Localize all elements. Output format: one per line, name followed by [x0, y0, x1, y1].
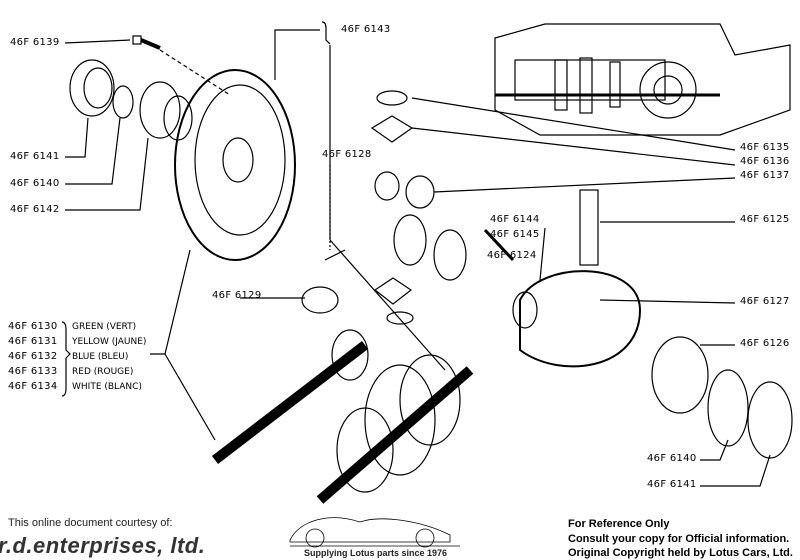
bolt [132, 35, 161, 50]
part-label-6124: 46F 6124 [487, 250, 537, 261]
diff-washer-gears [324, 90, 793, 459]
copyright-note: Original Copyright held by Lotus Cars, L… [568, 547, 793, 559]
gear-set-part: 46F 6131 [8, 336, 58, 347]
gear-set-part: 46F 6132 [8, 351, 58, 362]
part-label-6141: 46F 6141 [10, 151, 60, 162]
part-label-6128: 46F 6128 [322, 149, 372, 160]
crown-wheel [174, 69, 296, 261]
gear-set-color: YELLOW (JAUNE) [72, 337, 147, 347]
roller-bearing [139, 81, 193, 141]
gear-set-part: 46F 6133 [8, 366, 58, 377]
gear-set-part: 46F 6130 [8, 321, 58, 332]
consult-note: Consult your copy for Official informati… [568, 533, 790, 545]
brace [61, 321, 71, 397]
gear-set-color: WHITE (BLANC) [72, 382, 142, 392]
tagline: Supplying Lotus parts since 1976 [304, 548, 448, 558]
bearing-cup [69, 59, 115, 117]
part-label-6127: 46F 6127 [740, 296, 790, 307]
brand-name: r.d.enterprises, ltd. [0, 533, 206, 558]
part-label-6135: 46F 6135 [740, 142, 790, 153]
gearbox-inset [494, 23, 791, 136]
part-label-6129: 46F 6129 [212, 290, 262, 301]
part-label-6136: 46F 6136 [740, 156, 790, 167]
part-label-6145: 46F 6145 [490, 229, 540, 240]
part-label-6125: 46F 6125 [740, 214, 790, 225]
gear-set-color: GREEN (VERT) [72, 322, 137, 332]
courtesy-text: This online document courtesy of: [8, 517, 173, 529]
lotus-car-logo [289, 517, 460, 548]
part-label-6140-right: 46F 6140 [647, 453, 697, 464]
part-label-6144: 46F 6144 [490, 214, 540, 225]
pinion-shaft [211, 329, 369, 464]
gear-set-part: 46F 6134 [8, 381, 58, 392]
part-label-6143: 46F 6143 [341, 24, 391, 35]
reference-note: For Reference Only [568, 518, 670, 530]
part-label-6126: 46F 6126 [740, 338, 790, 349]
mainshaft-cluster [316, 354, 474, 504]
part-label-6140: 46F 6140 [10, 178, 60, 189]
seal-ring [112, 85, 134, 119]
gear-set-color: RED (ROUGE) [72, 367, 134, 377]
part-label-6137: 46F 6137 [740, 170, 790, 181]
part-label-6142: 46F 6142 [10, 204, 60, 215]
gear-set-color: BLUE (BLEU) [72, 352, 129, 362]
part-label-6139: 46F 6139 [10, 37, 60, 48]
part-label-6141-right: 46F 6141 [647, 479, 697, 490]
